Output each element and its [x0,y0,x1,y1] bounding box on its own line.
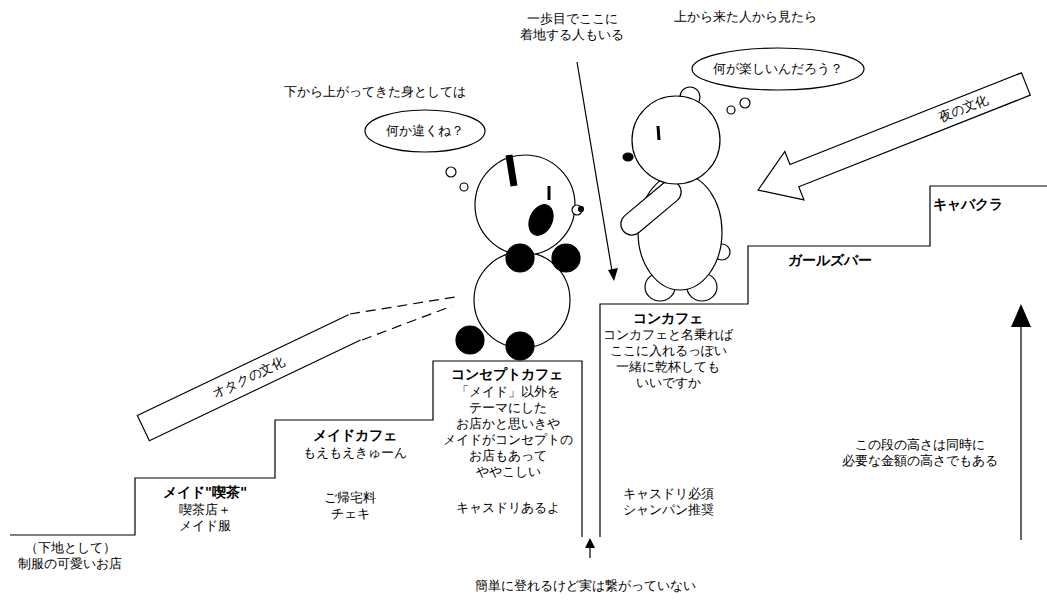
panda-nose [579,207,584,212]
panda-head [475,155,575,255]
staircase-left [10,361,582,537]
bear-dot [740,98,750,108]
step-title: キャバクラ [933,196,1003,212]
step-text: ご帰宅料 チェキ [324,490,376,522]
step-title: ガールズバー [788,252,872,268]
price-arrow-head [1011,304,1031,327]
base-note: （下地として） 制服の可愛いお店 [18,540,122,572]
leader-line [577,62,612,271]
node-text: 何が楽しいんだろう？ [713,61,843,77]
note: 簡単に登れるけど実は繋がっていない [475,578,696,594]
step-text: キャスドリあるよ [456,500,560,516]
bear-eye [658,126,659,140]
leader-head [608,268,618,281]
panda-eye-patch [524,201,557,239]
step-text: 「メイド」以外を テーマにした お店かと思いきや メイドがコンセプトの お店もあ… [443,384,573,480]
panda-foot [456,326,484,354]
step-title: メイド"喫茶" [163,484,248,500]
bear-dot [727,106,735,114]
thought-bubble: 何か違くね？ [364,109,486,153]
arrow-shaft [137,315,360,441]
arrow-outline [749,60,1036,214]
bear-nose [623,153,633,161]
step-text: キャスドリ必須 シャンパン推奨 [623,486,714,518]
thought-bubble: 何が楽しいんだろう？ [691,47,865,91]
bear-head [632,96,720,184]
panda-dot [460,183,468,191]
step-title: メイドカフェ [313,427,397,443]
node-text: 何か違くね？ [386,123,464,139]
panda-eye [548,186,551,200]
note: 上から来た人から見たら [674,9,817,25]
panda-eye [509,155,514,186]
note: この段の高さは同時に 必要な金額の高さでもある [842,437,998,469]
gap-arrow-head [585,538,595,548]
bear-arm [616,176,685,239]
note: 下から上がってきた身としては [284,84,466,100]
step-text: もえもえきゅーん [303,445,407,461]
bubble-outline [365,110,485,152]
step-title: コンカフェ [633,310,703,326]
step-text: コンカフェと名乗れば ここに入れるっぽい 一緒に乾杯しても いいですか [603,327,733,391]
panda-paw [506,244,534,272]
note: 一歩目でここに 着地する人もいる [520,11,624,43]
bubble-outline [692,48,864,90]
panda-dot [446,167,456,177]
panda-foot [506,332,534,360]
culture-arrow: オタクの文化 [135,314,360,442]
step-text: 喫茶店＋メイド服 [179,502,231,534]
otaku-dash [362,306,452,340]
step-title: コンセプトカフェ [451,366,563,382]
price-arrow [1020,322,1021,540]
panda-paw [552,244,580,272]
